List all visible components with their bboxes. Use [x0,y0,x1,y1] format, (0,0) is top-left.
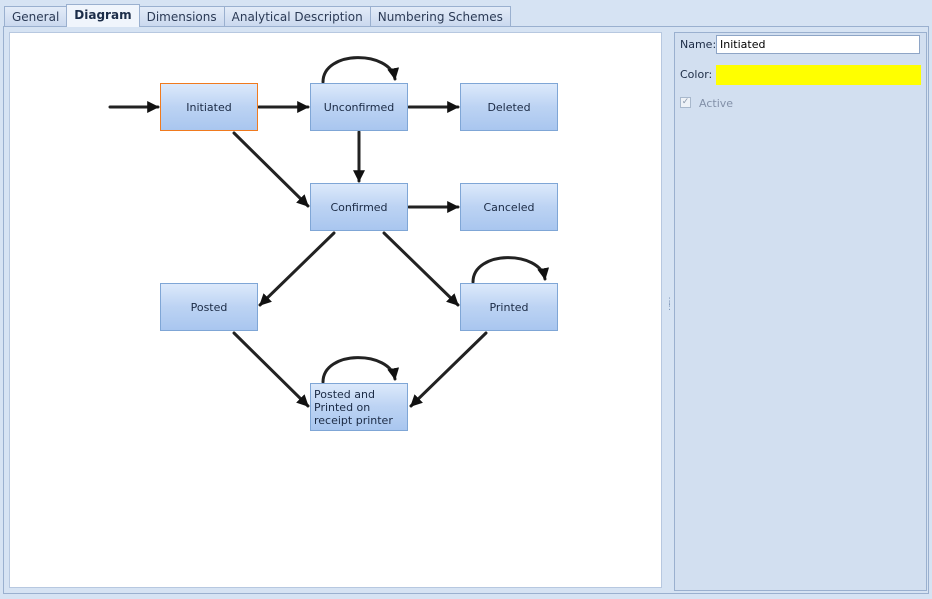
node-unconfirmed[interactable]: Unconfirmed [310,83,408,131]
node-deleted[interactable]: Deleted [460,83,558,131]
name-label: Name: [680,38,717,51]
tab-general[interactable]: General [4,6,68,27]
tab-diagram[interactable]: Diagram [66,4,140,27]
properties-panel [674,32,927,591]
color-label: Color: [680,68,713,81]
tab-strip: General Diagram Dimensions Analytical De… [4,4,511,27]
active-label: Active [699,97,734,110]
tab-numbering-schemes[interactable]: Numbering Schemes [369,6,511,27]
node-posted[interactable]: Posted [160,283,258,331]
splitter-handle[interactable]: ⋮⋮ [665,297,674,312]
tab-analytical-description[interactable]: Analytical Description [223,6,371,27]
name-input[interactable] [716,35,920,54]
node-posted-and-printed[interactable]: Posted and Printed on receipt printer [310,383,408,431]
node-initiated[interactable]: Initiated [160,83,258,131]
tab-dimensions[interactable]: Dimensions [138,6,225,27]
active-checkbox[interactable]: ✓ [680,97,691,108]
node-canceled[interactable]: Canceled [460,183,558,231]
node-confirmed[interactable]: Confirmed [310,183,408,231]
color-picker[interactable] [716,65,921,85]
node-printed[interactable]: Printed [460,283,558,331]
